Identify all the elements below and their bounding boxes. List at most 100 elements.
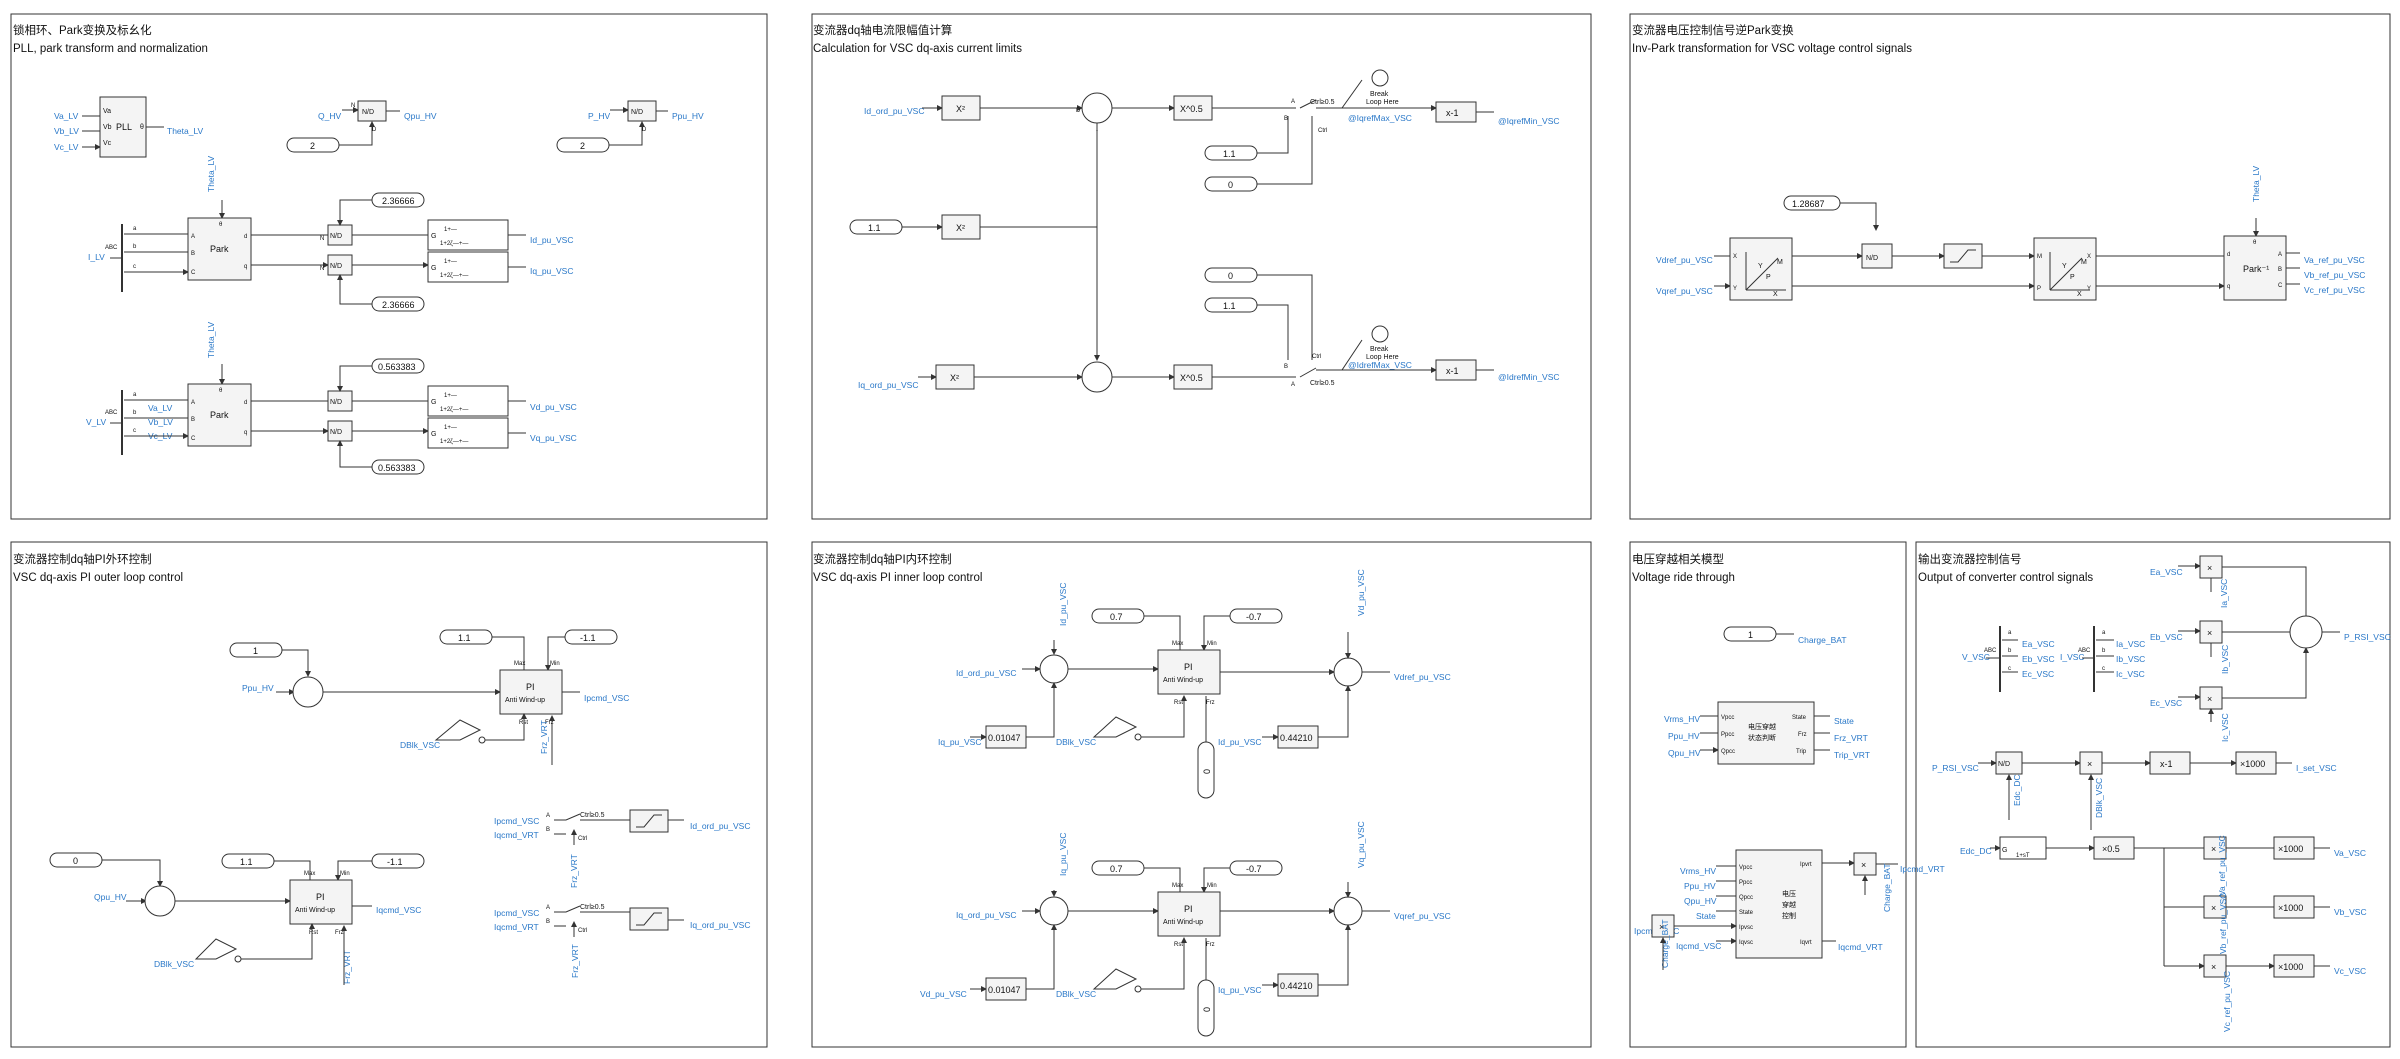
svg-text:Id_ord_pu_VSC: Id_ord_pu_VSC	[956, 668, 1017, 678]
svg-text:Vc: Vc	[103, 140, 112, 147]
p2-break-loop-bottom[interactable]	[1371, 325, 1389, 343]
p2-sum-bottom[interactable]	[1081, 361, 1113, 393]
svg-text:N/D: N/D	[330, 429, 342, 436]
svg-text:×: ×	[2211, 962, 2216, 972]
svg-text:Charge_BAT: Charge_BAT	[1798, 635, 1847, 645]
svg-text:×: ×	[2207, 694, 2212, 704]
svg-text:Ic_VSC: Ic_VSC	[2116, 669, 2145, 679]
svg-text:DBlk_VSC: DBlk_VSC	[154, 959, 194, 969]
svg-text:ABC: ABC	[105, 410, 118, 416]
svg-text:2.36666: 2.36666	[382, 300, 415, 310]
p4-title-en: VSC dq-axis PI outer loop control	[13, 572, 183, 584]
svg-text:Anti Wind-up: Anti Wind-up	[1163, 677, 1203, 684]
svg-text:State: State	[1696, 911, 1716, 921]
p5-sum-d[interactable]	[1039, 654, 1069, 684]
tf-vd[interactable]	[427, 385, 509, 417]
svg-text:Qpcc: Qpcc	[1739, 895, 1753, 901]
svg-text:I_LV: I_LV	[88, 252, 105, 262]
p2-current-limits: Id_ord_pu_VSC X² D - X^0.5 A Ctrl≥0.5 B …	[849, 69, 1560, 393]
panel-vrt	[1629, 541, 1907, 1048]
svg-text:Min: Min	[340, 871, 350, 877]
svg-text:1+—: 1+—	[444, 393, 457, 399]
svg-text:A: A	[546, 813, 550, 819]
svg-text:Ctrl≥0.5: Ctrl≥0.5	[580, 904, 605, 911]
svg-text:PI: PI	[316, 892, 325, 902]
svg-text:Va_ref_pu_VSC: Va_ref_pu_VSC	[2304, 255, 2365, 265]
svg-text:Max: Max	[1172, 883, 1183, 889]
svg-text:Ctrl: Ctrl	[578, 836, 587, 842]
svg-text:Qpu_HV: Qpu_HV	[1668, 748, 1701, 758]
svg-text:X²: X²	[956, 223, 965, 233]
svg-text:穿越: 穿越	[1782, 900, 1796, 909]
p1-theta-lv-out: Theta_LV	[167, 126, 204, 136]
p5-sum-vd[interactable]	[1333, 657, 1363, 687]
park-block-current[interactable]	[187, 217, 252, 281]
svg-text:0: 0	[1228, 271, 1233, 281]
p3-inverse-park[interactable]	[2223, 235, 2287, 301]
svg-text:B: B	[191, 251, 195, 257]
svg-text:Vb_ref_pu_VSC: Vb_ref_pu_VSC	[2304, 270, 2365, 280]
p1-title-cn: 锁相环、Park变换及标幺化	[13, 23, 152, 37]
p7-title-en: Output of converter control signals	[1918, 572, 2093, 584]
svg-text:Iqcmd_VRT: Iqcmd_VRT	[494, 830, 539, 840]
svg-text:Ppu_HV: Ppu_HV	[1684, 881, 1716, 891]
svg-text:DBlk_VSC: DBlk_VSC	[1056, 989, 1096, 999]
tf-id[interactable]	[427, 219, 509, 251]
p4-sum-p[interactable]	[292, 676, 324, 708]
svg-text:状态判断: 状态判断	[1748, 733, 1776, 742]
p7-sum-p[interactable]	[2289, 615, 2323, 649]
p5-sum-vq[interactable]	[1333, 896, 1363, 926]
svg-text:Vq_pu_VSC: Vq_pu_VSC	[530, 433, 577, 443]
svg-text:q: q	[244, 430, 247, 436]
svg-text:Ctrl≥0.5: Ctrl≥0.5	[1310, 99, 1335, 106]
svg-text:Anti Wind-up: Anti Wind-up	[505, 697, 545, 704]
p4-outer-loop: 1 Ppu_HV 1.1 -1.1 Max Min PI Anti Wind-u…	[49, 629, 751, 985]
p2-square-id[interactable]	[941, 95, 981, 121]
svg-text:B: B	[546, 919, 550, 925]
p6-vrt-control[interactable]	[1735, 849, 1823, 959]
svg-text:0: 0	[1202, 1007, 1212, 1012]
p3-divider[interactable]	[1861, 243, 1893, 269]
p5-sum-q[interactable]	[1039, 896, 1069, 926]
svg-text:Y: Y	[1758, 263, 1763, 270]
p4-pi-q[interactable]	[289, 879, 353, 925]
p2-break-loop-top[interactable]	[1371, 69, 1389, 87]
panel-pll-park	[10, 13, 768, 520]
p5-zero-q[interactable]	[1197, 979, 1215, 1037]
svg-text:Theta_LV: Theta_LV	[206, 155, 216, 192]
p6-vrt-state-judge[interactable]	[1717, 701, 1815, 765]
svg-text:Edc_DC: Edc_DC	[2012, 774, 2022, 806]
svg-text:B: B	[1284, 364, 1288, 370]
svg-text:Vd_pu_VSC: Vd_pu_VSC	[530, 402, 577, 412]
svg-text:PI: PI	[1184, 662, 1193, 672]
svg-text:V_VSC: V_VSC	[1962, 652, 1990, 662]
svg-text:Trip_VRT: Trip_VRT	[1834, 750, 1870, 760]
svg-text:A: A	[2278, 252, 2282, 258]
tf-iq[interactable]	[427, 251, 509, 283]
svg-text:Vq_pu_VSC: Vq_pu_VSC	[1356, 821, 1366, 868]
p5-inner-loop: Id_pu_VSC Id_ord_pu_VSC 0.7 -0.7 Max Min…	[920, 569, 1451, 1037]
park-block-voltage[interactable]	[187, 383, 252, 447]
svg-text:Va_VSC: Va_VSC	[2334, 848, 2366, 858]
p4-sum-q[interactable]	[144, 885, 176, 917]
svg-text:1+—: 1+—	[444, 227, 457, 233]
p5-pi-d[interactable]	[1157, 649, 1221, 695]
svg-text:Frz_VRT: Frz_VRT	[539, 720, 549, 754]
svg-text:Frz: Frz	[1206, 700, 1215, 706]
svg-text:1.1: 1.1	[458, 633, 471, 643]
svg-text:Iq_pu_VSC: Iq_pu_VSC	[530, 266, 573, 276]
p4-pi-p[interactable]	[499, 669, 563, 715]
svg-text:Frz: Frz	[1798, 732, 1807, 738]
svg-text:θ: θ	[219, 388, 223, 394]
p2-title-en: Calculation for VSC dq-axis current limi…	[813, 43, 1022, 55]
pll-block[interactable]	[99, 96, 147, 158]
svg-text:0.7: 0.7	[1110, 864, 1123, 874]
p2-sum-top[interactable]	[1081, 92, 1113, 124]
svg-text:Id_ord_pu_VSC: Id_ord_pu_VSC	[864, 106, 925, 116]
p5-pi-q[interactable]	[1157, 891, 1221, 937]
svg-text:Ctrl: Ctrl	[1318, 128, 1327, 134]
p5-zero-d[interactable]	[1197, 741, 1215, 799]
svg-text:Loop Here: Loop Here	[1366, 354, 1399, 361]
tf-vq[interactable]	[427, 417, 509, 449]
